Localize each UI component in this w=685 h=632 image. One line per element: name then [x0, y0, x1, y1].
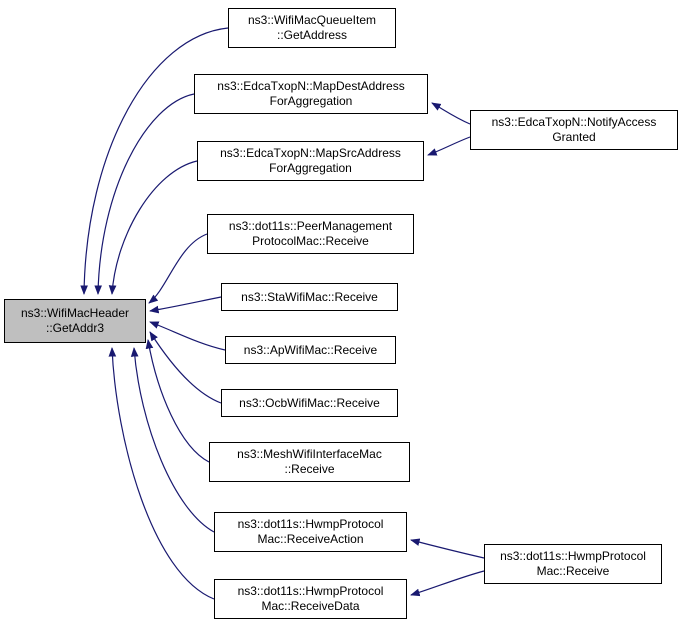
node-label: ns3::ApWifiMac::Receive [243, 342, 378, 357]
node-label: ns3::EdcaTxopN::MapSrcAddress [220, 146, 401, 160]
node-label: ::GetAddr3 [45, 321, 105, 335]
node-label: ns3::OcbWifiMac::Receive [239, 395, 380, 410]
node-label: ns3::dot11s::HwmpProtocol [237, 584, 384, 598]
node-dot11s-hwmpprotocolmac-receive[interactable]: ns3::dot11s::HwmpProtocol Mac::Receive [484, 544, 662, 584]
node-apwifimac-receive[interactable]: ns3::ApWifiMac::Receive [225, 336, 396, 364]
edge-notifyaccess-mapdest [431, 102, 471, 125]
edge-receivedata-getaddr3 [108, 347, 215, 600]
node-dot11s-hwmpprotocolmac-receivedata[interactable]: ns3::dot11s::HwmpProtocol Mac::ReceiveDa… [214, 579, 407, 619]
node-dot11s-peermanagementprotocolmac-receive[interactable]: ns3::dot11s::PeerManagement ProtocolMac:… [207, 214, 414, 254]
node-edcatxopn-notifyaccessgranted[interactable]: ns3::EdcaTxopN::NotifyAccess Granted [470, 110, 678, 150]
node-dot11s-hwmpprotocolmac-receiveaction[interactable]: ns3::dot11s::HwmpProtocol Mac::ReceiveAc… [214, 512, 407, 552]
node-label: Mac::ReceiveData [261, 599, 360, 613]
node-label: ns3::WifiMacQueueItem [247, 13, 377, 27]
node-label: ::GetAddress [276, 28, 348, 42]
edge-ocb-getaddr3 [149, 331, 222, 404]
edge-mapdest-getaddr3 [94, 93, 195, 295]
node-label: Mac::ReceiveAction [257, 532, 364, 546]
node-label: ns3::dot11s::PeerManagement [228, 219, 393, 233]
node-wifimacheader-getaddr3: ns3::WifiMacHeader ::GetAddr3 [4, 299, 146, 343]
edge-peermgmt-getaddr3 [148, 233, 208, 304]
edge-receiveaction-getaddr3 [130, 347, 215, 533]
edge-hwmpreceive-receivedata [410, 570, 485, 597]
node-edcatxopn-mapdestaddressforaggregation[interactable]: ns3::EdcaTxopN::MapDestAddress ForAggreg… [194, 74, 428, 114]
node-label: ns3::EdcaTxopN::NotifyAccess [491, 115, 657, 129]
node-label: ns3::dot11s::HwmpProtocol [237, 517, 384, 531]
node-label: ::Receive [284, 462, 335, 476]
node-edcatxopn-mapsrcaddressforaggregation[interactable]: ns3::EdcaTxopN::MapSrcAddress ForAggrega… [197, 141, 424, 181]
node-ocbwifimac-receive[interactable]: ns3::OcbWifiMac::Receive [221, 389, 398, 417]
node-label: ns3::WifiMacHeader [20, 306, 130, 320]
node-stawifimac-receive[interactable]: ns3::StaWifiMac::Receive [221, 283, 398, 311]
node-label: ProtocolMac::Receive [252, 234, 369, 248]
edge-notifyaccess-mapsrc [427, 136, 471, 156]
node-label: Mac::Receive [536, 564, 610, 578]
node-label: Granted [552, 130, 596, 144]
node-label: ns3::dot11s::HwmpProtocol [500, 549, 646, 563]
edge-getaddress-getaddr3 [80, 27, 229, 295]
node-label: ns3::EdcaTxopN::MapDestAddress [217, 79, 405, 93]
node-meshwifiinterfacemac-receive[interactable]: ns3::MeshWifiInterfaceMac ::Receive [209, 442, 410, 482]
node-label: ForAggregation [269, 94, 353, 108]
edge-mesh-getaddr3 [145, 339, 210, 463]
edge-sta-getaddr3 [149, 296, 222, 314]
node-label: ns3::MeshWifiInterfaceMac [237, 447, 382, 461]
edge-ap-getaddr3 [149, 321, 226, 351]
edge-hwmpreceive-receiveaction [410, 538, 485, 559]
edge-mapsrc-getaddr3 [108, 160, 198, 295]
node-wifimacqueueitem-getaddress[interactable]: ns3::WifiMacQueueItem ::GetAddress [228, 8, 396, 48]
node-label: ns3::StaWifiMac::Receive [241, 289, 378, 304]
node-label: ForAggregation [269, 161, 352, 175]
